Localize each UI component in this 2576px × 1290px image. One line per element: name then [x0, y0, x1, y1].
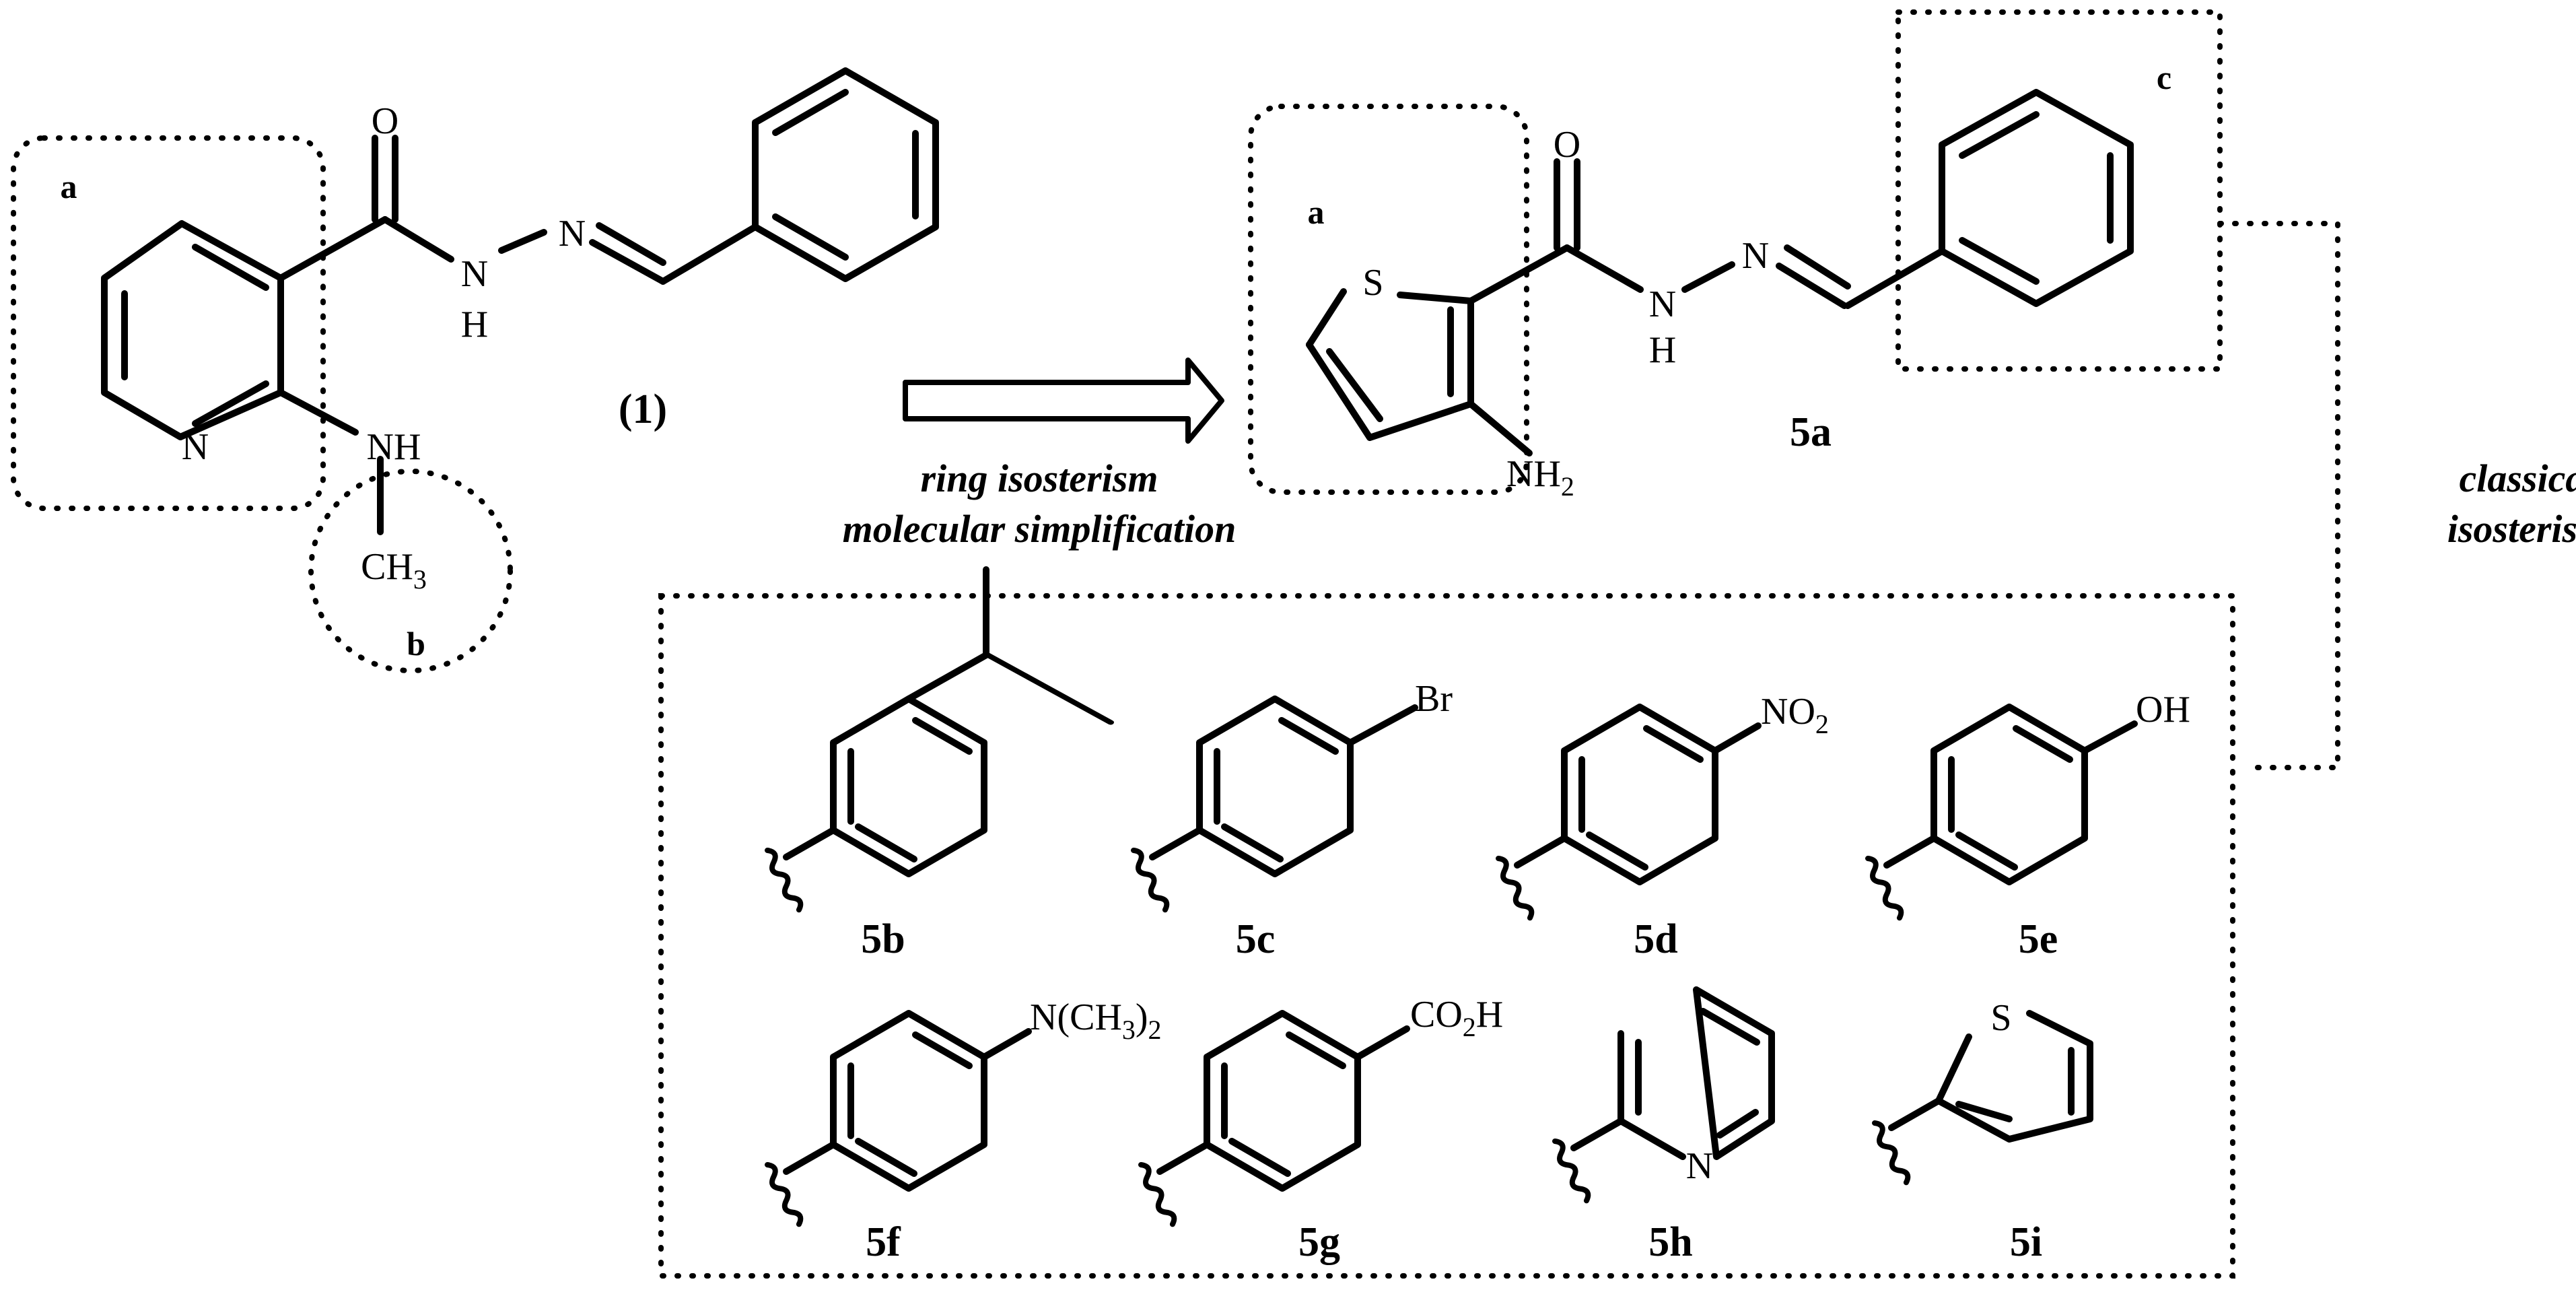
design-arrow: ring isosterism molecular simplification	[843, 358, 1237, 551]
region-a-box-5a	[1248, 104, 1529, 495]
oxygen-atom: O	[372, 100, 398, 142]
region-b-label: b	[407, 625, 425, 663]
compound-5i-label: 5i	[2010, 1219, 2042, 1265]
compound-5h-label: 5h	[1648, 1219, 1692, 1265]
analog-5e: OH	[1864, 689, 2190, 920]
compound-1-label: (1)	[619, 386, 667, 432]
amino-group: NH2	[1506, 453, 1574, 502]
analog-5g: CO2H	[1137, 994, 1503, 1227]
arrow-annotation-line2: molecular simplification	[843, 507, 1237, 551]
region-b-circle	[308, 469, 513, 673]
analog-5b	[763, 566, 1114, 912]
analog-5d: NO2	[1494, 691, 1829, 920]
oxygen-atom-5a: O	[1554, 124, 1580, 166]
compound-5b-label: 5b	[861, 916, 905, 962]
hydrazone-chain-5a	[1467, 158, 1945, 456]
hydroxy-substituent: OH	[2136, 689, 2190, 731]
amide-nh-n-atom: N	[461, 253, 488, 295]
classical-isosterism-bracket: classical isosterism	[2217, 221, 2576, 770]
thiophene-s-atom: S	[1362, 262, 1383, 304]
amide-nh-h-atom: H	[461, 304, 488, 345]
compound-5a: O N H N S NH2 5a a c	[1248, 9, 2223, 502]
analog-5i: S	[1871, 997, 2093, 1185]
pyridyl-n-atom: N	[1686, 1145, 1713, 1187]
methylamino-nh: NH	[367, 426, 421, 468]
amide-nh-n-5a: N	[1649, 283, 1676, 325]
compound-5f-label: 5f	[866, 1219, 901, 1265]
region-c-label: c	[2157, 59, 2171, 96]
compound-5d-label: 5d	[1634, 916, 1677, 962]
bromo-substituent: Br	[1415, 678, 1453, 720]
lead-compound-1: O N H N N NH CH3 (1) a b	[11, 67, 939, 673]
n-methyl	[277, 389, 384, 535]
analog-5h: N	[1551, 986, 1775, 1203]
compound-5e-label: 5e	[2019, 916, 2058, 962]
region-a-label-5a: a	[1308, 193, 1325, 231]
bracket-annotation-line2: isosterism	[2447, 507, 2576, 551]
phenyl-ring	[752, 67, 939, 282]
analog-5f: N(CH3)2	[763, 996, 1162, 1227]
compound-5g-label: 5g	[1298, 1219, 1340, 1265]
compound-5a-label: 5a	[1790, 409, 1832, 455]
bracket-annotation-line1: classical	[2460, 456, 2576, 500]
thienyl-s-atom: S	[1990, 997, 2011, 1039]
imine-n-atom: N	[559, 213, 586, 254]
pyridine-n-atom: N	[182, 426, 209, 468]
arrow-annotation-line1: ring isosterism	[921, 456, 1158, 500]
carboxylic-acid-substituent: CO2H	[1410, 994, 1503, 1042]
phenyl-ring-5a	[1939, 89, 2134, 307]
imine-n-5a: N	[1742, 235, 1769, 277]
pyridine-ring	[101, 220, 284, 440]
methyl-group: CH3	[361, 546, 427, 595]
hydrazone-chain	[277, 135, 759, 285]
region-c-box	[1895, 9, 2223, 372]
analog-5c: Br	[1129, 678, 1453, 912]
thiophene-ring	[1306, 288, 1474, 441]
compound-5c-label: 5c	[1236, 916, 1276, 962]
amide-nh-h-5a: H	[1649, 329, 1676, 371]
nitro-substituent: NO2	[1761, 691, 1829, 739]
dimethylamino-substituent: N(CH3)2	[1030, 996, 1162, 1045]
analog-series-box	[658, 593, 2235, 1279]
region-a-label-lead: a	[61, 168, 77, 205]
